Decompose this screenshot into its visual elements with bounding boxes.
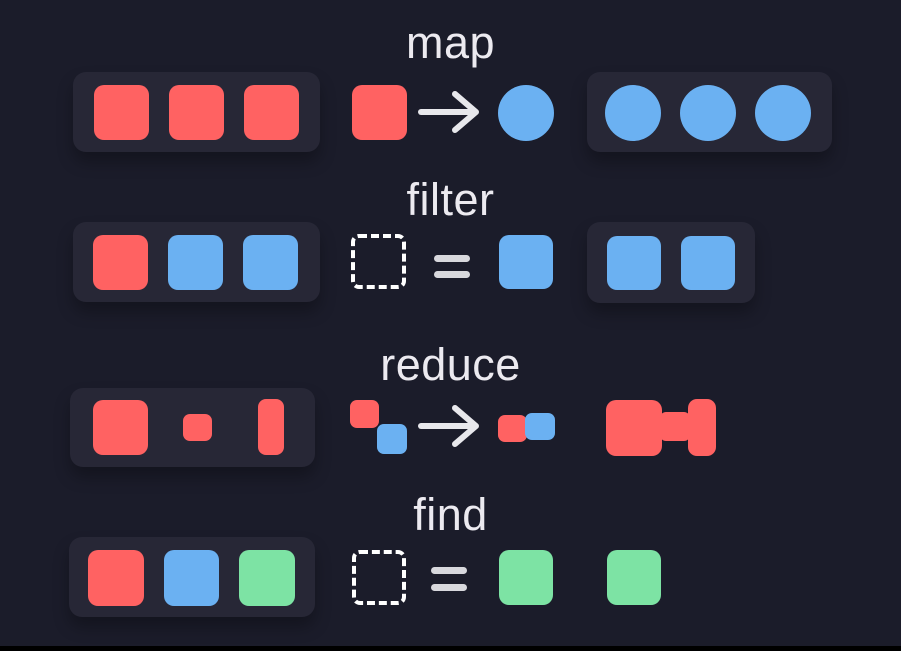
equals-icon-bottom-bar	[434, 271, 470, 278]
reduce-result-blue-square	[525, 413, 555, 440]
equals-icon-bottom-bar	[431, 584, 467, 591]
find-input-item-red-square	[88, 550, 144, 606]
map-output-item-blue-circle-1	[605, 85, 661, 141]
reduce-input-item-tall-red-rect	[258, 399, 284, 455]
filter-predicate-blue-square	[499, 235, 553, 289]
find-predicate-green-square	[499, 550, 553, 605]
filter-input-item-blue-square-1	[168, 235, 223, 290]
equals-icon-top-bar	[431, 567, 467, 574]
map-output-item-blue-circle-2	[680, 85, 736, 141]
reduce-output-connector	[660, 412, 690, 441]
map-output-item-blue-circle-3	[755, 85, 811, 141]
find-output-green-square	[607, 550, 661, 605]
reduce-operand-blue-square	[377, 424, 407, 454]
arrow-right-icon	[418, 405, 479, 447]
find-predicate-placeholder-square	[352, 550, 406, 605]
bottom-edge-bar	[0, 646, 901, 651]
find-input-item-blue-square	[164, 550, 219, 606]
row-title-reduce: reduce	[380, 339, 521, 390]
filter-output-item-blue-square-2	[681, 236, 735, 290]
row-title-map: map	[405, 17, 496, 68]
reduce-input-item-small-red-square	[183, 414, 212, 441]
filter-output-item-blue-square-1	[607, 236, 661, 290]
row-title-find: find	[413, 489, 488, 540]
filter-input-item-blue-square-2	[243, 235, 298, 290]
reduce-operand-red-square	[350, 400, 379, 428]
row-title-filter: filter	[406, 174, 495, 225]
equals-icon-top-bar	[434, 255, 470, 262]
find-input-item-green-square	[239, 550, 295, 606]
reduce-output-right-bar	[688, 399, 716, 456]
reduce-input-item-large-red-square	[93, 400, 148, 455]
map-input-item-red-square-3	[244, 85, 299, 140]
arrow-right-icon	[418, 91, 479, 133]
map-input-item-red-square-1	[94, 85, 149, 140]
reduce-result-red-square	[498, 415, 527, 442]
map-result-blue-circle	[498, 85, 554, 141]
filter-predicate-placeholder-square	[351, 234, 406, 289]
reduce-output-left-square	[606, 400, 662, 456]
filter-input-item-red-square	[93, 235, 148, 290]
map-operand-red-square	[352, 85, 407, 140]
map-input-item-red-square-2	[169, 85, 224, 140]
